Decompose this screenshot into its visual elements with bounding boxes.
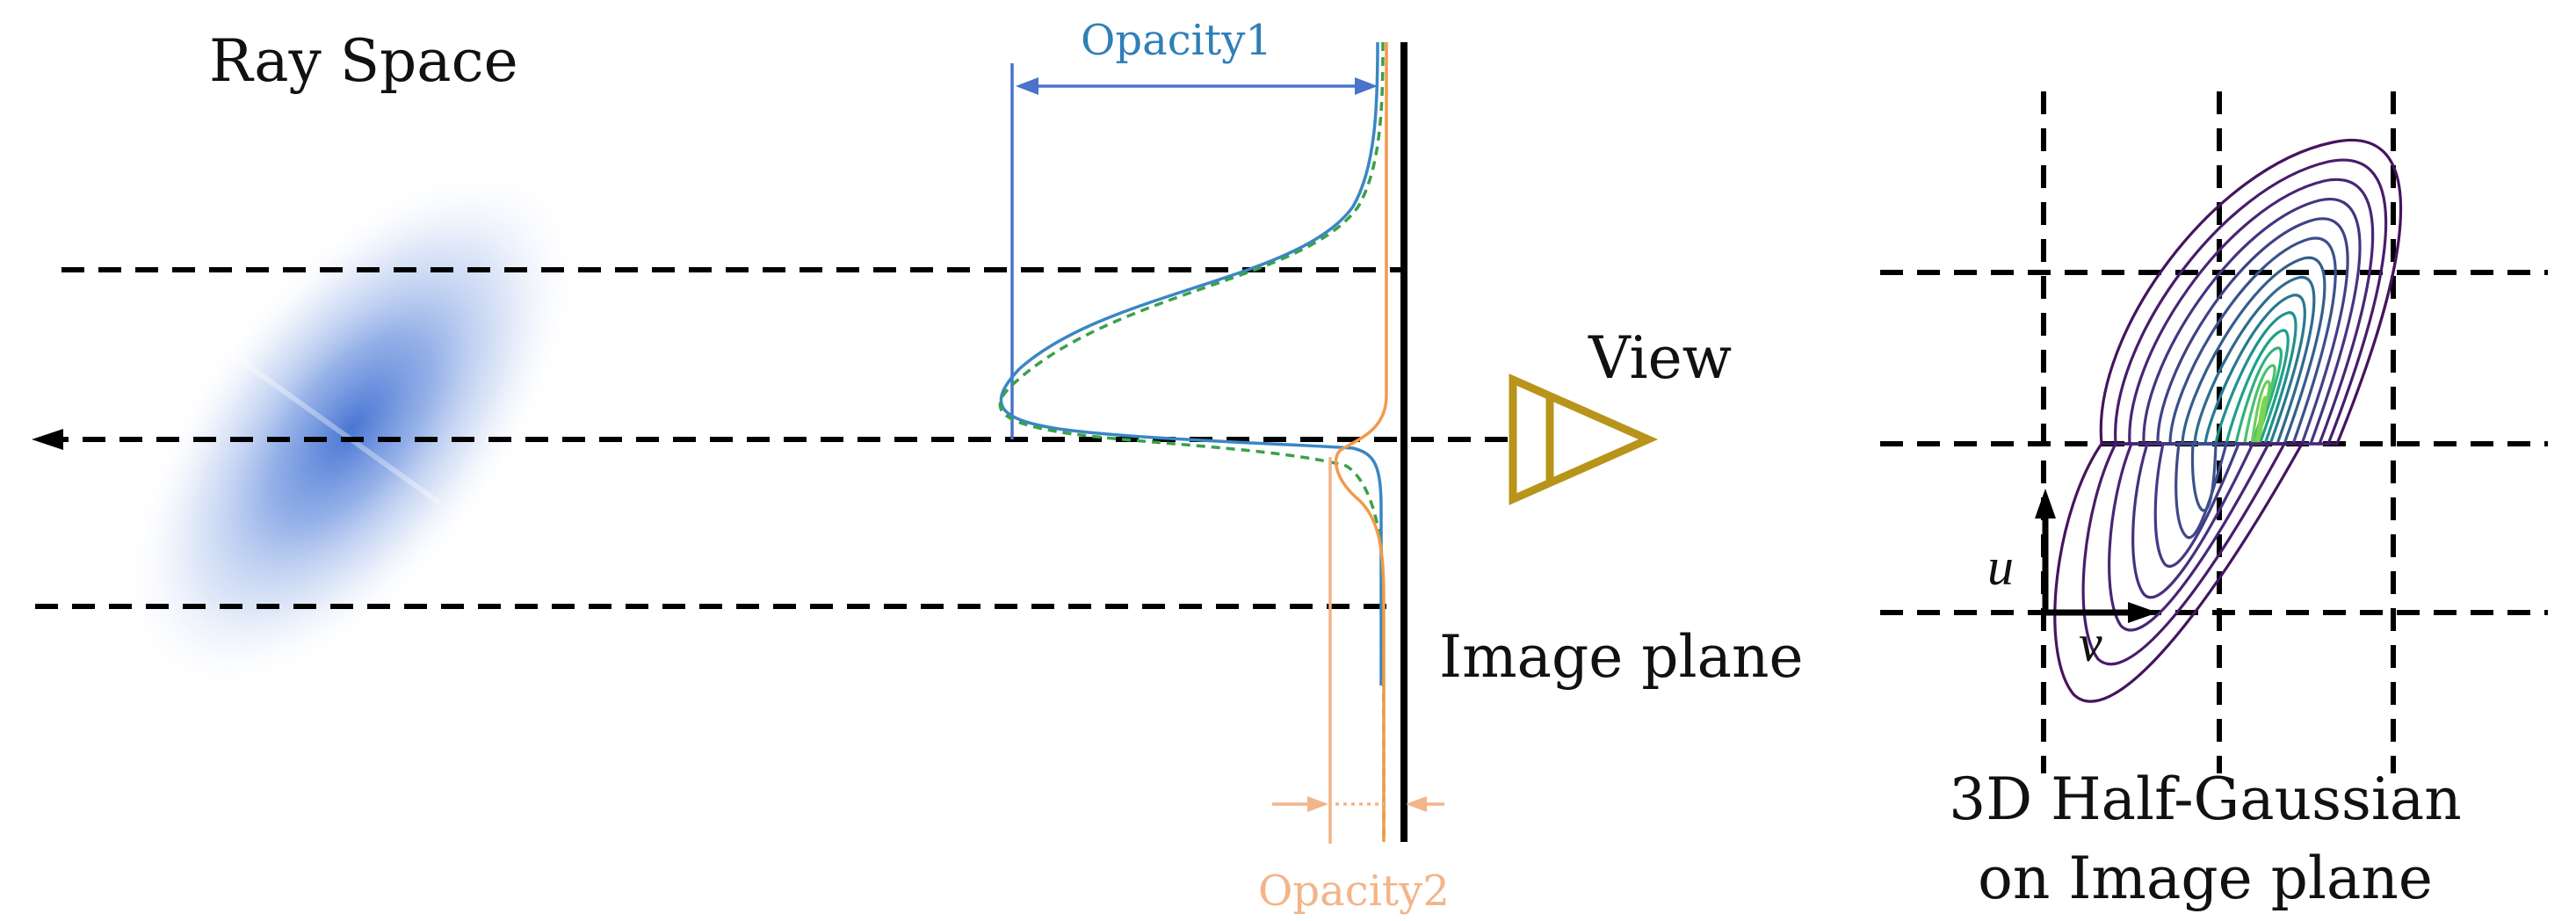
opacity2-label: Opacity2 — [1258, 867, 1450, 916]
image-grid — [1880, 91, 2548, 773]
uv-axes — [2035, 489, 2158, 623]
opacity2-bracket — [1272, 457, 1444, 844]
axis-v-label: v — [2079, 614, 2102, 672]
ray-lines — [35, 267, 1513, 609]
image-plane-label: Image plane — [1439, 623, 1804, 691]
ray-arrow-head-icon — [32, 429, 63, 450]
axis-u-label: u — [1987, 538, 2014, 596]
curve-blue — [999, 41, 1383, 685]
half-gaussian-contours-upper — [2099, 138, 2403, 446]
axis-u-arrow-icon — [2035, 489, 2056, 519]
ray-space-label: Ray Space — [209, 27, 518, 95]
half-gaussian-caption-line1: 3D Half-Gaussian — [1949, 765, 2462, 833]
viewer-eye-triangle-icon — [1509, 373, 1659, 505]
opacity-curves — [998, 41, 1388, 843]
curve-orange — [1334, 42, 1388, 842]
half-gaussian-contours-lower — [2053, 442, 2305, 703]
opacity1-label: Opacity1 — [1081, 16, 1272, 65]
gaussian-blob — [121, 162, 582, 696]
half-gaussian-caption-line2: on Image plane — [1978, 845, 2433, 912]
view-label: View — [1588, 324, 1732, 392]
opacity1-bracket — [1010, 63, 1378, 439]
axis-v-arrow-icon — [2128, 602, 2158, 623]
